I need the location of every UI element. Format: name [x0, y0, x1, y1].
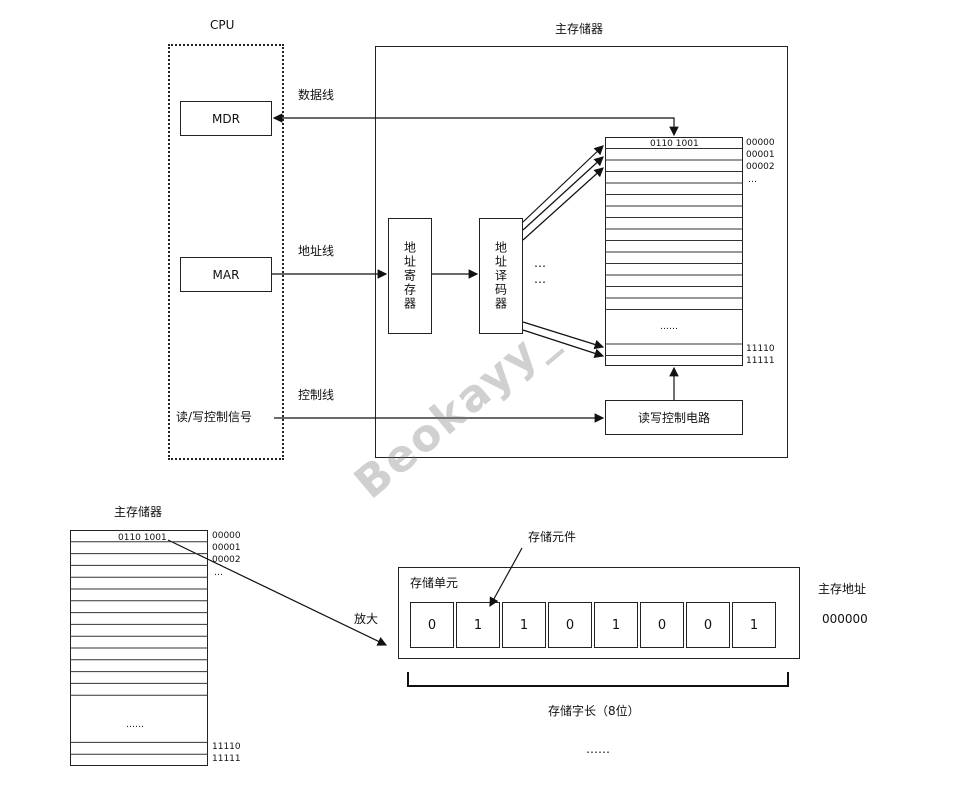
rw-control-circuit: 读写控制电路 — [605, 400, 743, 435]
storage-bit-6: 0 — [686, 602, 730, 648]
data-bus-label: 数据线 — [298, 88, 335, 102]
storage-element-label: 存储元件 — [528, 530, 577, 544]
mar-register: MAR — [180, 257, 272, 292]
zoom-address-11110: 11110 — [212, 742, 241, 752]
zoom-first-cell: 0110 1001 — [118, 533, 167, 543]
bottom-ellipsis: …… — [586, 742, 610, 756]
main-address-value: 000000 — [822, 612, 868, 626]
address-11111: 11111 — [746, 356, 775, 366]
address-ellipsis: … — [748, 175, 757, 185]
enlarge-label: 放大 — [354, 612, 379, 626]
mdr-register: MDR — [180, 101, 272, 136]
storage-bit-3: 0 — [548, 602, 592, 648]
address-register: 地址寄存器 — [388, 218, 432, 334]
address-00001: 00001 — [746, 150, 775, 160]
main-address-label: 主存地址 — [818, 582, 867, 596]
zoom-address-11111: 11111 — [212, 754, 241, 764]
rw-signal-label: 读/写控制信号 — [176, 410, 253, 424]
storage-bit-1: 1 — [456, 602, 500, 648]
storage-bit-7: 1 — [732, 602, 776, 648]
address-00000: 00000 — [746, 138, 775, 148]
cpu-boundary — [168, 44, 284, 460]
rw-control-circuit-label: 读写控制电路 — [637, 410, 710, 425]
zoom-memory-label: 主存储器 — [114, 505, 163, 519]
memory-first-cell: 0110 1001 — [650, 139, 699, 149]
address-bus-label: 地址线 — [298, 244, 335, 258]
zoom-address-00002: 00002 — [212, 555, 241, 565]
storage-bit-2: 1 — [502, 602, 546, 648]
storage-bit-4: 1 — [594, 602, 638, 648]
storage-bit-0: 0 — [410, 602, 454, 648]
main-memory-label: 主存储器 — [555, 22, 604, 36]
memory-middle-ellipsis: …… — [660, 322, 678, 332]
address-decoder-label: 地址译码器 — [493, 241, 508, 311]
storage-unit-label: 存储单元 — [410, 576, 459, 590]
mar-label: MAR — [212, 267, 240, 282]
address-00002: 00002 — [746, 162, 775, 172]
address-register-label: 地址寄存器 — [402, 241, 417, 311]
zoom-middle-ellipsis: …… — [126, 720, 144, 730]
cpu-label: CPU — [210, 18, 235, 32]
word-length-label: 存储字长（8位） — [548, 704, 640, 718]
decoder-ellipsis-1: … — [534, 256, 546, 270]
zoom-memory-array — [70, 530, 208, 766]
zoom-address-00001: 00001 — [212, 543, 241, 553]
mdr-label: MDR — [212, 111, 240, 126]
zoom-address-00000: 00000 — [212, 531, 241, 541]
word-length-bracket — [407, 672, 789, 687]
zoom-address-ellipsis: … — [214, 568, 223, 578]
decoder-ellipsis-2: … — [534, 272, 546, 286]
storage-bit-5: 0 — [640, 602, 684, 648]
control-bus-label: 控制线 — [298, 388, 335, 402]
address-11110: 11110 — [746, 344, 775, 354]
address-decoder: 地址译码器 — [479, 218, 523, 334]
